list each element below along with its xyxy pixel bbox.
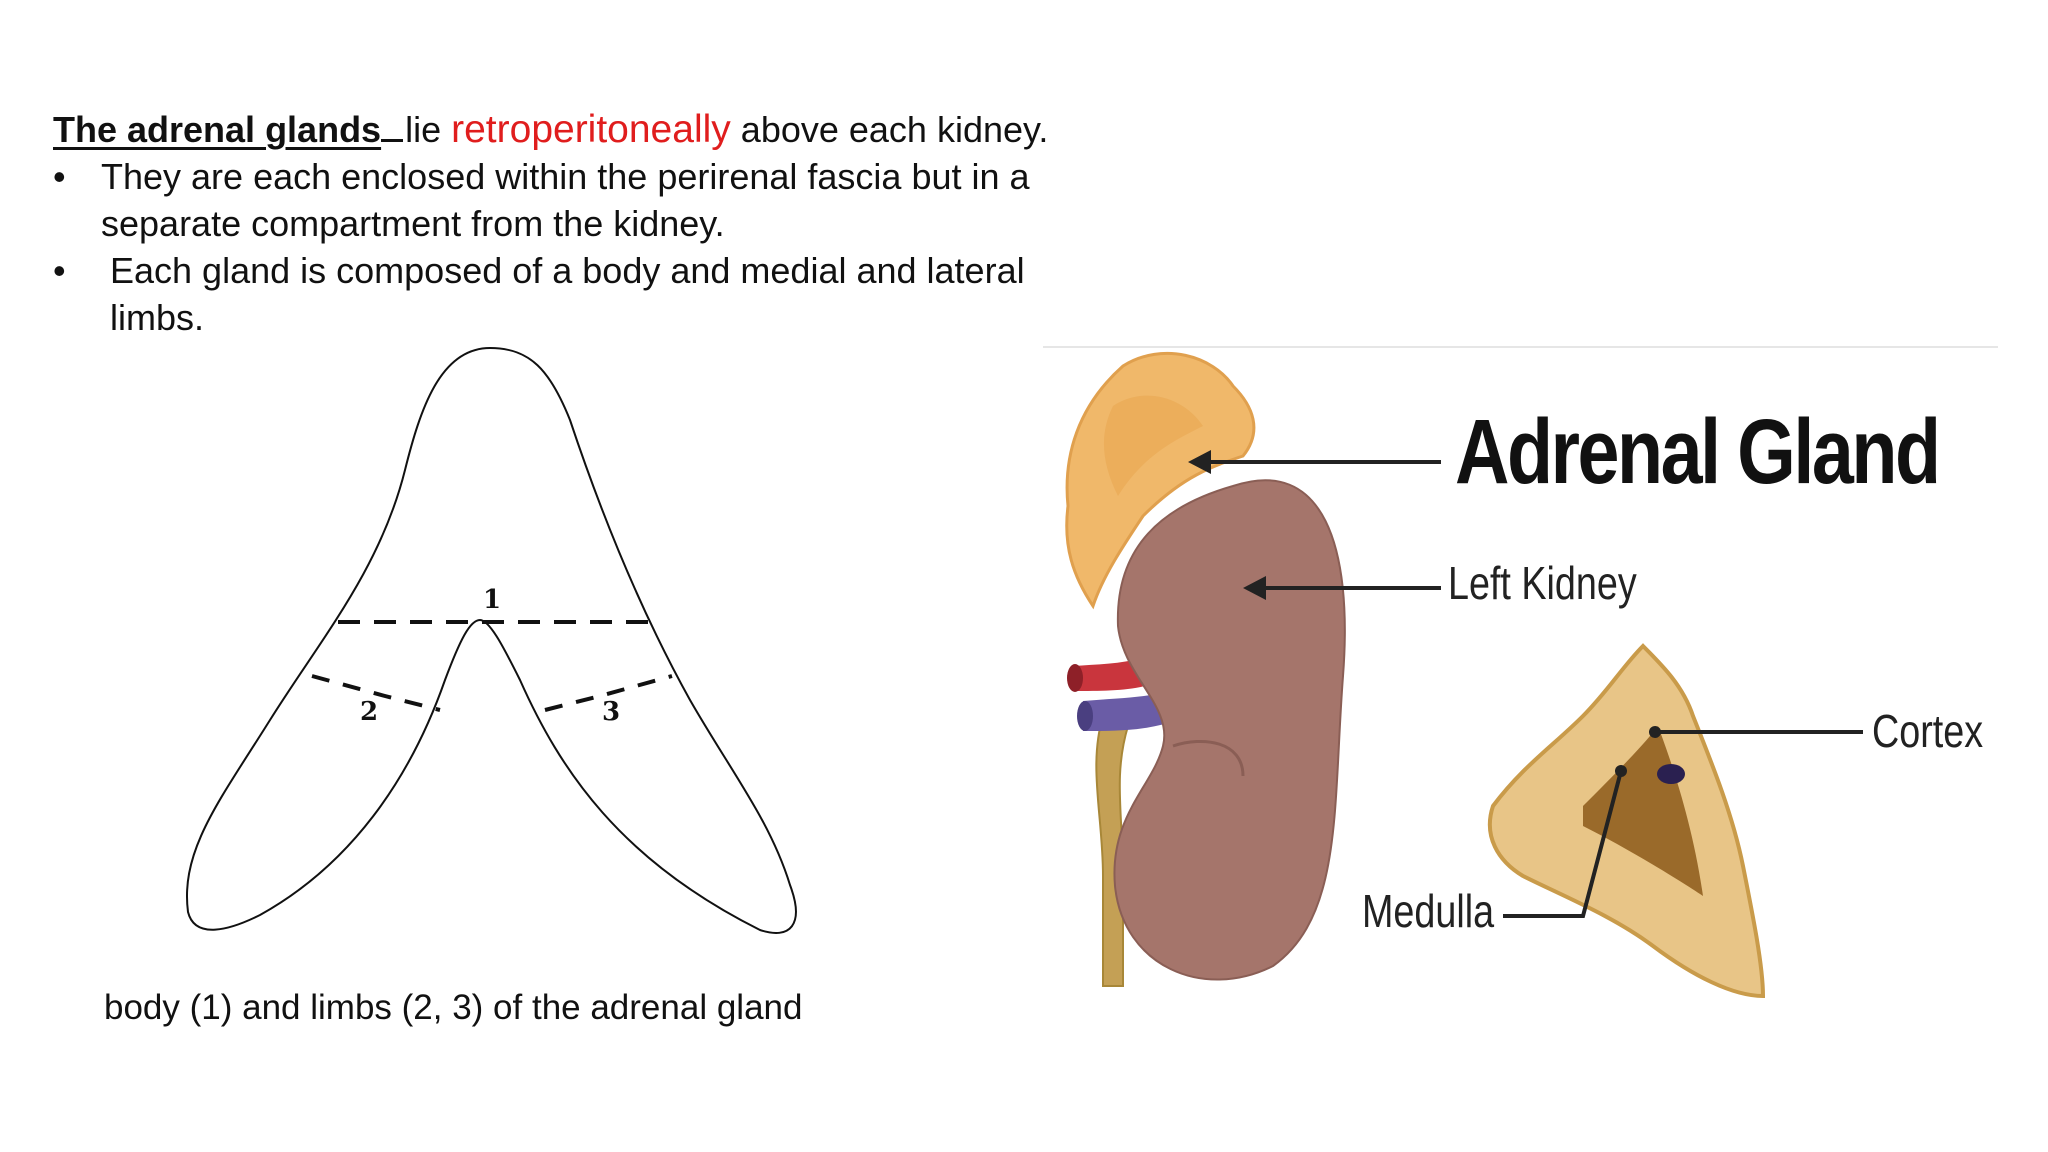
medulla-leader-dot xyxy=(1615,765,1627,777)
bullet-text: They are each enclosed within the perire… xyxy=(101,156,1030,197)
label-left-kidney: Left Kidney xyxy=(1448,556,1637,610)
list-item: separate compartment from the kidney. xyxy=(53,200,1113,247)
kidney xyxy=(1114,480,1344,979)
bullet-marker: • xyxy=(53,247,83,294)
underline-gap xyxy=(381,109,403,142)
diagram-label-3: 3 xyxy=(602,697,620,727)
illustration-title: Adrenal Gland xyxy=(1455,400,1939,505)
diagram-caption: body (1) and limbs (2, 3) of the adrenal… xyxy=(104,988,802,1028)
heading-mid: lie xyxy=(405,109,441,150)
artery-cut-end xyxy=(1067,664,1083,692)
vein-cut-end xyxy=(1077,701,1093,731)
heading-end: above each kidney. xyxy=(741,109,1049,150)
adrenal-outline-diagram: 1 2 3 xyxy=(170,330,830,950)
medulla-vessel xyxy=(1657,764,1685,784)
cortex-leader-dot xyxy=(1649,726,1661,738)
label-cortex: Cortex xyxy=(1872,704,1983,758)
bullet-text: Each gland is composed of a body and med… xyxy=(110,250,1025,338)
list-item: • Each gland is composed of a body and m… xyxy=(53,247,1113,341)
label-medulla: Medulla xyxy=(1362,884,1494,938)
bullet-text: separate compartment from the kidney. xyxy=(101,203,725,244)
bullet-list: • They are each enclosed within the peri… xyxy=(53,153,1113,341)
bullet-marker: • xyxy=(53,153,83,200)
list-item: • They are each enclosed within the peri… xyxy=(53,153,1113,200)
diagram-label-2: 2 xyxy=(360,697,378,727)
heading-red: retroperitoneally xyxy=(451,108,731,151)
heading-bold: The adrenal glands xyxy=(53,109,381,150)
gland-outline xyxy=(187,348,796,933)
diagram-label-1: 1 xyxy=(483,585,501,615)
